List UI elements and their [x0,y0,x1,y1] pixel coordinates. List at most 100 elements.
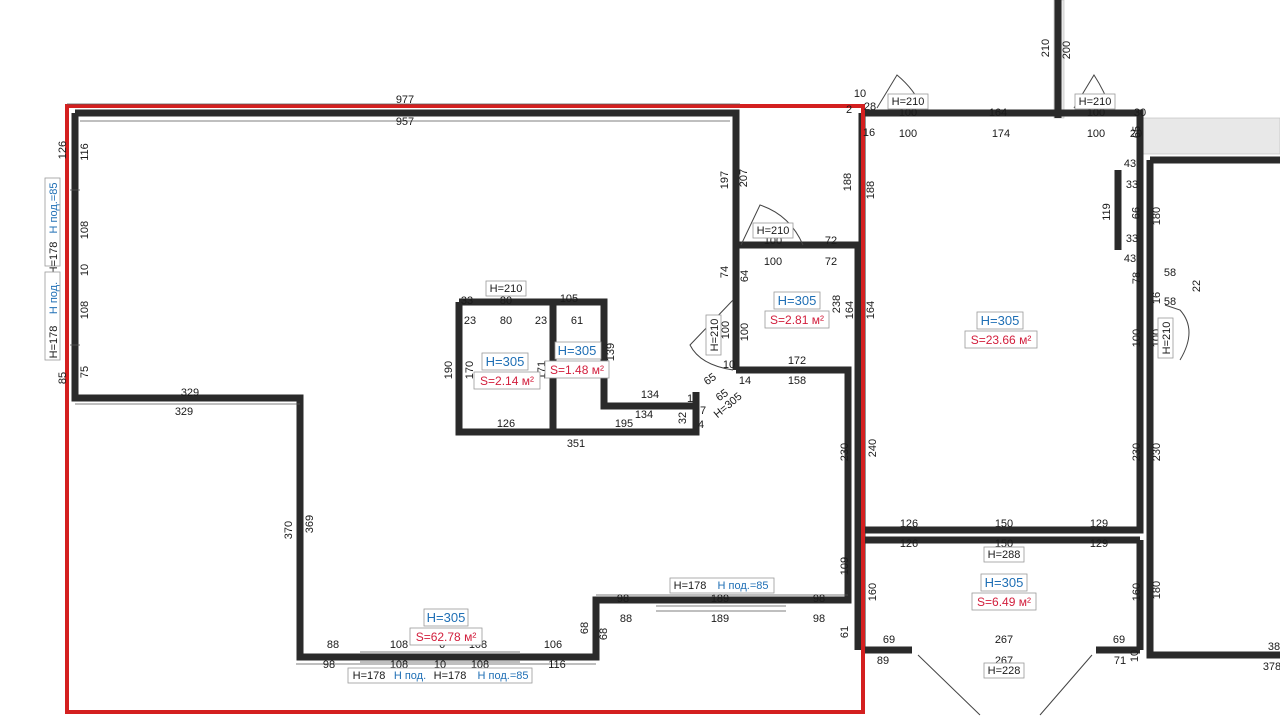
dim-top-28: 28 [864,101,876,113]
dim-bot-108a: 108 [390,639,408,651]
dim-r-164b: 164 [865,301,877,319]
room-main-area: S=62.78 м² [416,630,477,644]
tag-window-bottom-mid-sill: Н под.=85 [478,670,529,682]
tag-door-diag: H=210 [709,319,721,352]
dim-br-89: 89 [877,655,889,667]
dim-c-139: 139 [605,343,617,361]
dim-br-58a: 58 [1164,267,1176,279]
room-hall-area: S=6.49 м² [977,595,1031,609]
room-closet-b-area: S=1.48 м² [550,363,604,377]
tag-door-top-left: H=210 [892,96,925,108]
dim-br-378: 378 [1263,661,1280,673]
opening-tags: H=210 H=210 H=210 H=210 H=210 H=305 H=21… [44,93,1174,684]
dim-top-16: 16 [863,127,875,139]
dim-top-outer: 977 [396,94,414,106]
windows [70,189,786,663]
dim-r-74: 74 [719,266,731,278]
room-big-height: H=305 [981,313,1020,328]
dim-top-10: 10 [854,88,866,100]
dim-bot-98: 98 [323,659,335,671]
dim-br-180a: 180 [1151,207,1163,225]
tag-window-bottom-mid-h: H=178 [434,670,467,682]
tag-window-bottom-left-h: H=178 [353,670,386,682]
selected-area-highlight [65,104,865,714]
room-main-height: H=305 [427,610,466,625]
dim-left-116: 116 [79,143,91,161]
dimension-lines [67,103,848,665]
dim-br-150a: 150 [995,518,1013,530]
dim-br-200: 200 [1061,41,1073,59]
dim-win-98a: 98 [617,593,629,605]
dim-win-189b: 189 [711,613,729,625]
dim-c-23a: 23 [464,315,476,327]
dim-br-43b: 43 [1124,253,1136,265]
dim-r-207: 207 [738,169,750,187]
tag-window-left-sill2: Н под. [48,282,60,314]
room-closet-b-height: H=305 [558,343,597,358]
dim-br-180b: 180 [1151,581,1163,599]
room-labels: H=305 S=62.78 м² H=305 S=2.14 м² H=305 S… [409,291,1038,646]
dim-br-33a: 33 [1126,179,1138,191]
dim-c-61: 61 [571,315,583,327]
dim-c-1: 1 [687,393,693,405]
dim-left-329b: 329 [175,406,193,418]
dim-br-230b: 230 [1151,443,1163,461]
dim-br-160a: 160 [867,583,879,601]
dim-c-65b: 65 [714,387,731,404]
dim-left-126: 126 [57,141,69,159]
dim-c-32: 32 [677,412,689,424]
dim-br-126b: 126 [900,538,918,550]
dim-br-78: 78 [1131,272,1143,284]
dim-br-164: 164 [989,107,1007,119]
dim-c-351: 351 [567,438,585,450]
dim-r-100c: 100 [720,321,732,339]
tag-door-closet: H=210 [490,283,523,295]
tag-window-bottom-h: H=178 [674,580,707,592]
tag-window-left-sill1: Н под.=85 [48,183,60,234]
dim-br-99: 99 [1129,207,1141,219]
dim-r-197: 197 [719,171,731,189]
dim-r-100d: 100 [739,323,751,341]
dim-c-134b: 134 [635,409,653,421]
dim-c-7: 7 [700,405,706,417]
dim-win-98b: 98 [813,593,825,605]
room-closet-a-area: S=2.14 м² [480,374,534,388]
dim-c-195: 195 [615,418,633,430]
dim-bot-116: 116 [548,659,566,671]
dim-r-158: 158 [788,375,806,387]
dim-br-43a: 43 [1124,158,1136,170]
dim-left-10: 10 [79,264,91,276]
dim-br-129b: 129 [1090,538,1108,550]
dim-r-72a: 72 [825,235,837,247]
dim-bot-88: 88 [327,639,339,651]
dim-br-16: 16 [1151,292,1163,304]
dim-c-190: 190 [443,361,455,379]
dim-c-65a: 65 [702,371,719,388]
dim-r-61: 61 [839,626,851,638]
dim-bot-106: 106 [544,639,562,651]
room-bath-area: S=2.81 м² [770,313,824,327]
dim-win-189a: 189 [711,593,729,605]
dim-r-172: 172 [788,355,806,367]
tag-door-bath: H=210 [757,225,790,237]
dim-br-100b: 100 [1087,107,1105,119]
dim-br-30: 30 [1134,107,1146,119]
dim-left-370: 370 [283,521,295,539]
dim-left-85: 85 [57,372,69,384]
dim-c-105: 105 [560,293,578,305]
tag-window-bottom-left-sill: Н под. [394,670,426,682]
dim-br-71: 71 [1114,655,1126,667]
dim-top-inner: 957 [396,116,414,128]
dim-br-58b: 58 [1164,296,1176,308]
dim-br-69a: 69 [883,634,895,646]
tag-opening-hall: H=288 [988,549,1021,561]
room-big-area: S=23.66 м² [971,333,1032,347]
dim-c-33: 33 [461,295,473,307]
dim-left-108b: 108 [79,301,91,319]
room-bath-height: H=305 [778,293,817,308]
dim-c-80a: 80 [500,295,512,307]
room-closet-a-height: H=305 [486,354,525,369]
dim-left-369: 369 [304,515,316,533]
dim-r-10: 10 [723,359,735,371]
